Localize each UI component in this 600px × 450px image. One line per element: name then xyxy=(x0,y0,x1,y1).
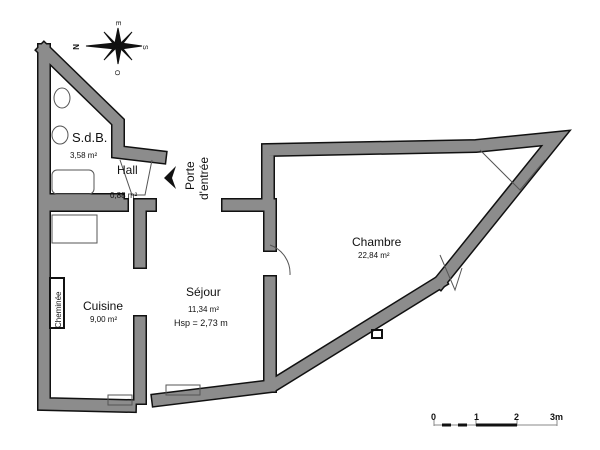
chambre-window-2 xyxy=(439,254,463,292)
bathtub xyxy=(51,169,95,195)
hall-name: Hall xyxy=(117,163,138,177)
sejour-area: 11,34 m² xyxy=(188,305,219,314)
wall-outlet xyxy=(371,329,383,339)
kitchen-sink xyxy=(51,214,98,244)
compass-east: E xyxy=(114,21,121,26)
sdb-name: S.d.B. xyxy=(72,130,107,145)
scale-tick-1: 1 xyxy=(474,412,479,422)
chambre-window xyxy=(479,149,546,191)
hall-door xyxy=(119,159,153,196)
cuisine-name: Cuisine xyxy=(83,299,123,313)
fireplace-label: Cheminée xyxy=(54,291,63,328)
compass-west: O xyxy=(113,70,120,76)
entrance-label-2: d'entrée xyxy=(197,157,211,200)
sejour-height: Hsp = 2,73 m xyxy=(174,318,228,328)
room-labels: S.d.B. 3,58 m² Hall 0,88 m² Porte d'entr… xyxy=(54,130,402,328)
sejour-window xyxy=(165,384,201,396)
fireplace xyxy=(49,277,65,329)
hall-area: 0,88 m² xyxy=(110,191,137,200)
toilet xyxy=(53,87,71,109)
walls xyxy=(34,40,572,414)
compass-rose: N E S O xyxy=(71,21,148,76)
sejour-door xyxy=(269,244,291,276)
scale-tick-3: 3m xyxy=(550,412,563,422)
compass-south: S xyxy=(141,45,148,50)
kitchen-window xyxy=(107,394,133,406)
sejour-name: Séjour xyxy=(186,285,221,299)
entrance-label-1: Porte xyxy=(183,161,197,190)
entrance-arrow-icon xyxy=(164,166,176,189)
sdb-area: 3,58 m² xyxy=(70,151,97,160)
scale-tick-2: 2 xyxy=(514,412,519,422)
fixtures xyxy=(49,87,546,406)
cuisine-area: 9,00 m² xyxy=(90,315,117,324)
chambre-name: Chambre xyxy=(352,235,402,249)
chambre-area: 22,84 m² xyxy=(358,251,390,260)
sink xyxy=(51,125,69,145)
scale-bar: 0 1 2 3m xyxy=(431,412,563,427)
compass-north: N xyxy=(71,44,80,50)
scale-tick-0: 0 xyxy=(431,412,436,422)
